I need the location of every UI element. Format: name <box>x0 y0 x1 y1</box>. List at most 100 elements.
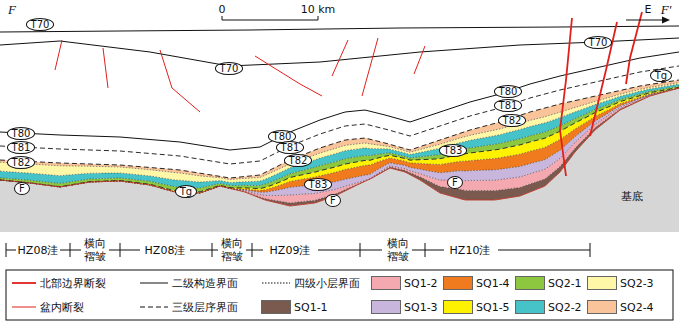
horizon-name: T80 <box>273 131 292 142</box>
legend-frame <box>6 270 673 320</box>
legend-text: SQ2-4 <box>620 301 654 314</box>
horizon-name: F <box>330 195 336 206</box>
legend-line-sample <box>12 282 36 284</box>
horizon-name: T82 <box>12 157 31 168</box>
horizon-tag: T70 <box>26 18 55 31</box>
horizon-name: T81 <box>12 142 31 153</box>
legend-swatch <box>444 277 472 289</box>
annotation: HZ10洼 <box>450 243 491 258</box>
horizon-tag: T82 <box>284 154 313 167</box>
legend-line-sample <box>12 307 36 308</box>
annotation: 横向 褶皱 <box>82 237 107 263</box>
legend-swatch <box>444 301 472 313</box>
legend-text: 四级小层界面 <box>294 276 360 291</box>
annotation: HZ08洼 <box>145 243 186 258</box>
legend-text: 盆内断裂 <box>40 300 84 315</box>
horizon-tag: T82 <box>498 114 527 127</box>
direction-arrow <box>626 17 670 24</box>
strata <box>0 52 679 232</box>
annotation: E <box>645 3 652 16</box>
horizon-tag: T83 <box>439 144 468 157</box>
legend-entry: SQ2-3 <box>588 277 654 290</box>
annotation: HZ08洼 <box>18 243 59 258</box>
horizon-tag: T81 <box>494 99 523 112</box>
legend-swatch <box>516 301 544 313</box>
basin-faults <box>55 38 425 112</box>
legend-line-sample <box>262 283 290 284</box>
horizon-tag: F <box>325 194 341 207</box>
annotation: HZ09洼 <box>270 243 311 258</box>
legend-entry: SQ1-2 <box>372 277 438 290</box>
legend-entry: SQ2-2 <box>516 301 582 314</box>
horizon-name: T83 <box>309 179 328 190</box>
scale-bar <box>222 16 318 20</box>
annotation: 基底 <box>621 189 643 204</box>
horizon-name: Tg <box>180 186 192 197</box>
legend-text: SQ2-3 <box>620 277 654 290</box>
legend-text: 三级层序界面 <box>172 300 238 315</box>
legend-swatch <box>516 277 544 289</box>
legend-entry: SQ1-3 <box>372 301 438 314</box>
basement-surface <box>0 88 679 206</box>
legend-text: SQ1-1 <box>294 301 328 314</box>
horizon-tag: Tg <box>650 69 672 82</box>
legend-text: SQ2-2 <box>548 301 582 314</box>
horizon-tag: T80 <box>494 85 523 98</box>
horizon-name: F <box>452 177 458 188</box>
legend-swatch <box>588 277 616 289</box>
stratum <box>0 83 679 183</box>
horizon-name: T80 <box>499 86 518 97</box>
legend-entry: 三级层序界面 <box>172 300 238 315</box>
legend-text: 二级构造界面 <box>172 276 238 291</box>
annotation: F <box>8 2 16 18</box>
horizon-name: T80 <box>12 128 31 139</box>
legend-entry: 二级构造界面 <box>172 276 238 291</box>
horizon-tag: T80 <box>7 127 36 140</box>
horizon-name: T70 <box>31 19 50 30</box>
horizon-tag: T70 <box>584 36 613 49</box>
stratum-boundary <box>0 86 679 188</box>
horizon-tag: T81 <box>276 141 305 154</box>
horizon-name: T83 <box>444 145 463 156</box>
legend-entry: SQ2-4 <box>588 301 654 314</box>
annotation: 0 <box>219 3 226 16</box>
stratum <box>0 80 679 179</box>
annotation: 横向 褶皱 <box>385 237 410 263</box>
horizon-tag: F <box>14 182 30 195</box>
horizon-line <box>0 26 679 32</box>
legend-entry: 四级小层界面 <box>294 276 360 291</box>
horizon-name: T81 <box>281 142 300 153</box>
legend-swatch <box>262 301 290 313</box>
legend-text: SQ1-3 <box>404 301 438 314</box>
horizon-tag: T81 <box>7 141 36 154</box>
stratum-boundary <box>0 88 679 193</box>
legend-text: SQ2-1 <box>548 277 582 290</box>
legend-entry: 盆内断裂 <box>40 300 84 315</box>
stratum-boundary <box>0 88 679 203</box>
stratum-boundary <box>0 87 679 191</box>
horizon-name: T82 <box>503 115 522 126</box>
legend-text: SQ1-5 <box>476 301 510 314</box>
legend-text: SQ1-2 <box>404 277 438 290</box>
horizon-line <box>0 52 679 150</box>
horizon-line <box>0 38 679 66</box>
annotation: 10 km <box>301 3 336 16</box>
boundary-faults <box>560 12 642 176</box>
legend-swatch <box>372 277 400 289</box>
stratum-boundary <box>0 84 679 182</box>
annotation: 横向 褶皱 <box>219 237 244 263</box>
legend-line-sample <box>140 307 168 308</box>
legend-swatch <box>372 301 400 313</box>
horizon-name: Tg <box>655 70 667 81</box>
horizon-name: T70 <box>220 63 239 74</box>
annotation: F' <box>661 2 672 18</box>
legend-entry: 北部边界断裂 <box>40 276 106 291</box>
horizon-name: F <box>19 183 25 194</box>
legend-entry: SQ1-4 <box>444 277 510 290</box>
legend-entry: SQ1-5 <box>444 301 510 314</box>
legend-text: 北部边界断裂 <box>40 276 106 291</box>
horizon-tag: T83 <box>304 178 333 191</box>
legend-swatch <box>588 301 616 313</box>
legend-text: SQ1-4 <box>476 277 510 290</box>
